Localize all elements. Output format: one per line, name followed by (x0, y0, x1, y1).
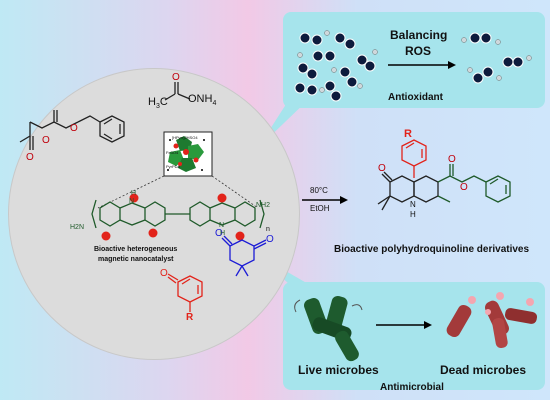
polymer-n-label: n (266, 226, 270, 233)
condition-solvent: EtOH (310, 204, 330, 213)
catalyst-caption-line1: Bioactive heterogeneous (94, 246, 178, 253)
antimicrobial-arrowhead (424, 321, 432, 329)
polymer-catalyst (91, 199, 265, 229)
inset-label-pyrpda: PyrPDA (166, 164, 181, 169)
nh-label-2: N (129, 198, 135, 205)
dimedone (221, 235, 267, 277)
o-atom-dimedone-2: O (266, 234, 274, 245)
balancing-arrowhead (448, 61, 456, 69)
o-atom-product-3: O (460, 182, 468, 193)
inset-label-ionic: [HPyrr]2HSO4 (172, 135, 198, 140)
condition-temp: 80°C (310, 186, 328, 195)
o-atom-acetate: O (172, 72, 180, 83)
product-caption: Bioactive polyhydroquinoline derivatives (334, 244, 530, 255)
acetate-onh4-label: ONH4 (188, 93, 217, 108)
product-core (377, 171, 439, 211)
o-atom-2: O (70, 123, 78, 134)
reaction-arrowhead (340, 196, 348, 204)
dead-microbes-label: Dead microbes (440, 363, 527, 377)
nh-label-4: H (220, 230, 226, 237)
reactants-circle (8, 68, 300, 360)
product-h-label: H (410, 210, 416, 219)
ros-cluster-right (469, 32, 524, 84)
product-r-label: R (404, 128, 412, 140)
o-atom-product-1: O (378, 163, 386, 174)
o-atom-1: O (42, 135, 50, 146)
o-atom-dimedone-1: O (215, 228, 223, 239)
nanoparticle-cluster (167, 136, 205, 172)
aldehyde-r-label: R (186, 312, 194, 323)
o-atom-product-2: O (448, 154, 456, 165)
benzyl-acetoacetate (19, 110, 125, 150)
amine-left: H2N (70, 224, 85, 231)
hydrogen-atoms-left (297, 30, 378, 93)
nh-label-1: H (131, 190, 137, 197)
zoom-lines (97, 175, 259, 209)
acetate-ch3-label: H3C (148, 96, 168, 111)
live-microbes (294, 295, 363, 362)
o-atom-aldehyde: O (160, 268, 168, 279)
hydrogen-atoms-right (461, 37, 532, 81)
catalyst-caption-line2: magnetic nanocatalyst (98, 256, 174, 263)
ros-label: ROS (405, 44, 432, 58)
antioxidant-label: Antioxidant (388, 92, 443, 103)
dead-microbes (446, 292, 538, 349)
aldehyde (167, 273, 203, 312)
o-atom-3: O (26, 152, 34, 163)
inset-label-fe3o4: Fe3O4 (166, 150, 179, 155)
live-microbes-label: Live microbes (298, 363, 379, 377)
catalyst-fe-particles (101, 193, 245, 241)
product-aryl-ring (401, 139, 427, 178)
product-ester (437, 164, 511, 203)
antimicrobial-label: Antimicrobial (380, 382, 444, 393)
nh-label-3: N (219, 222, 225, 229)
ammonium-acetate (164, 82, 191, 101)
product-n-label: N (410, 200, 416, 209)
balancing-label: Balancing (390, 28, 448, 42)
ros-cluster-left (294, 32, 376, 102)
amine-right: NH2 (256, 202, 271, 209)
